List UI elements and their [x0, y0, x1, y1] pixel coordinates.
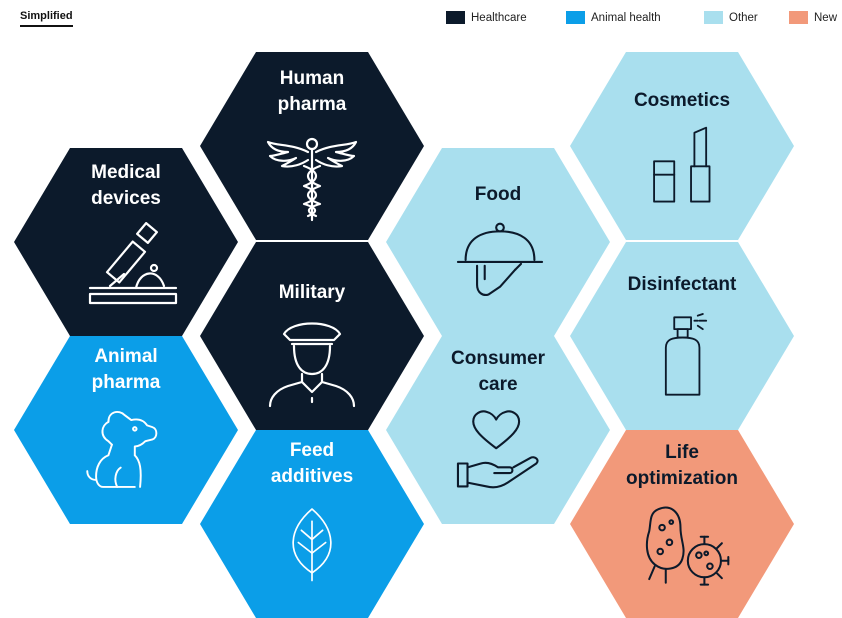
heart-hand-icon [456, 410, 539, 489]
legend-swatch [446, 11, 465, 24]
legend-item-animal-health: Animal health [566, 11, 661, 24]
hex-label: Cosmetics [633, 90, 731, 111]
dog-icon [86, 410, 158, 488]
legend-label: Animal health [591, 11, 661, 24]
hex-feed-additives: Feed additives [200, 430, 424, 618]
hex-disinfectant: Disinfectant [570, 242, 794, 430]
legend-swatch [704, 11, 723, 24]
hex-label: Animal pharma [91, 346, 161, 393]
hex-label: Feed additives [270, 440, 354, 487]
hex-military: Military [200, 242, 424, 430]
soldier-icon [268, 322, 356, 408]
hex-human-pharma: Human pharma [200, 52, 424, 240]
hex-animal-pharma: Animal pharma [14, 336, 238, 524]
legend-label: New [814, 11, 838, 24]
view-tab-simplified[interactable]: Simplified [20, 10, 73, 27]
hex-label: Food [474, 184, 522, 205]
hex-label: Medical devices [91, 162, 161, 209]
hex-life-optimization: Life optimization [570, 430, 794, 618]
hex-food: Food [386, 148, 610, 336]
caduceus-icon [266, 137, 358, 222]
microscope-icon [88, 222, 178, 305]
lipstick-icon [653, 126, 711, 203]
cloche-icon [456, 222, 544, 296]
hex-label: Consumer care [451, 348, 545, 395]
hex-cosmetics: Cosmetics [570, 52, 794, 240]
microbe-icon [645, 506, 730, 586]
leaf-icon [292, 508, 332, 582]
legend-swatch [566, 11, 585, 24]
hex-label: Military [278, 282, 346, 303]
legend-swatch [789, 11, 808, 24]
legend-label: Healthcare [471, 11, 527, 24]
legend-item-other: Other [704, 11, 758, 24]
legend: Healthcare Animal health Other New [0, 11, 842, 27]
hex-medical-devices: Medical devices [14, 148, 238, 336]
hex-consumer-care: Consumer care [386, 336, 610, 524]
hex-label: Life optimization [626, 442, 738, 489]
legend-item-healthcare: Healthcare [446, 11, 527, 24]
hex-label: Human pharma [277, 68, 347, 115]
legend-item-new: New [789, 11, 837, 24]
legend-label: Other [729, 11, 758, 24]
hex-label: Disinfectant [627, 274, 737, 295]
spray-bottle-icon [664, 313, 708, 396]
hex-shape [14, 336, 238, 524]
